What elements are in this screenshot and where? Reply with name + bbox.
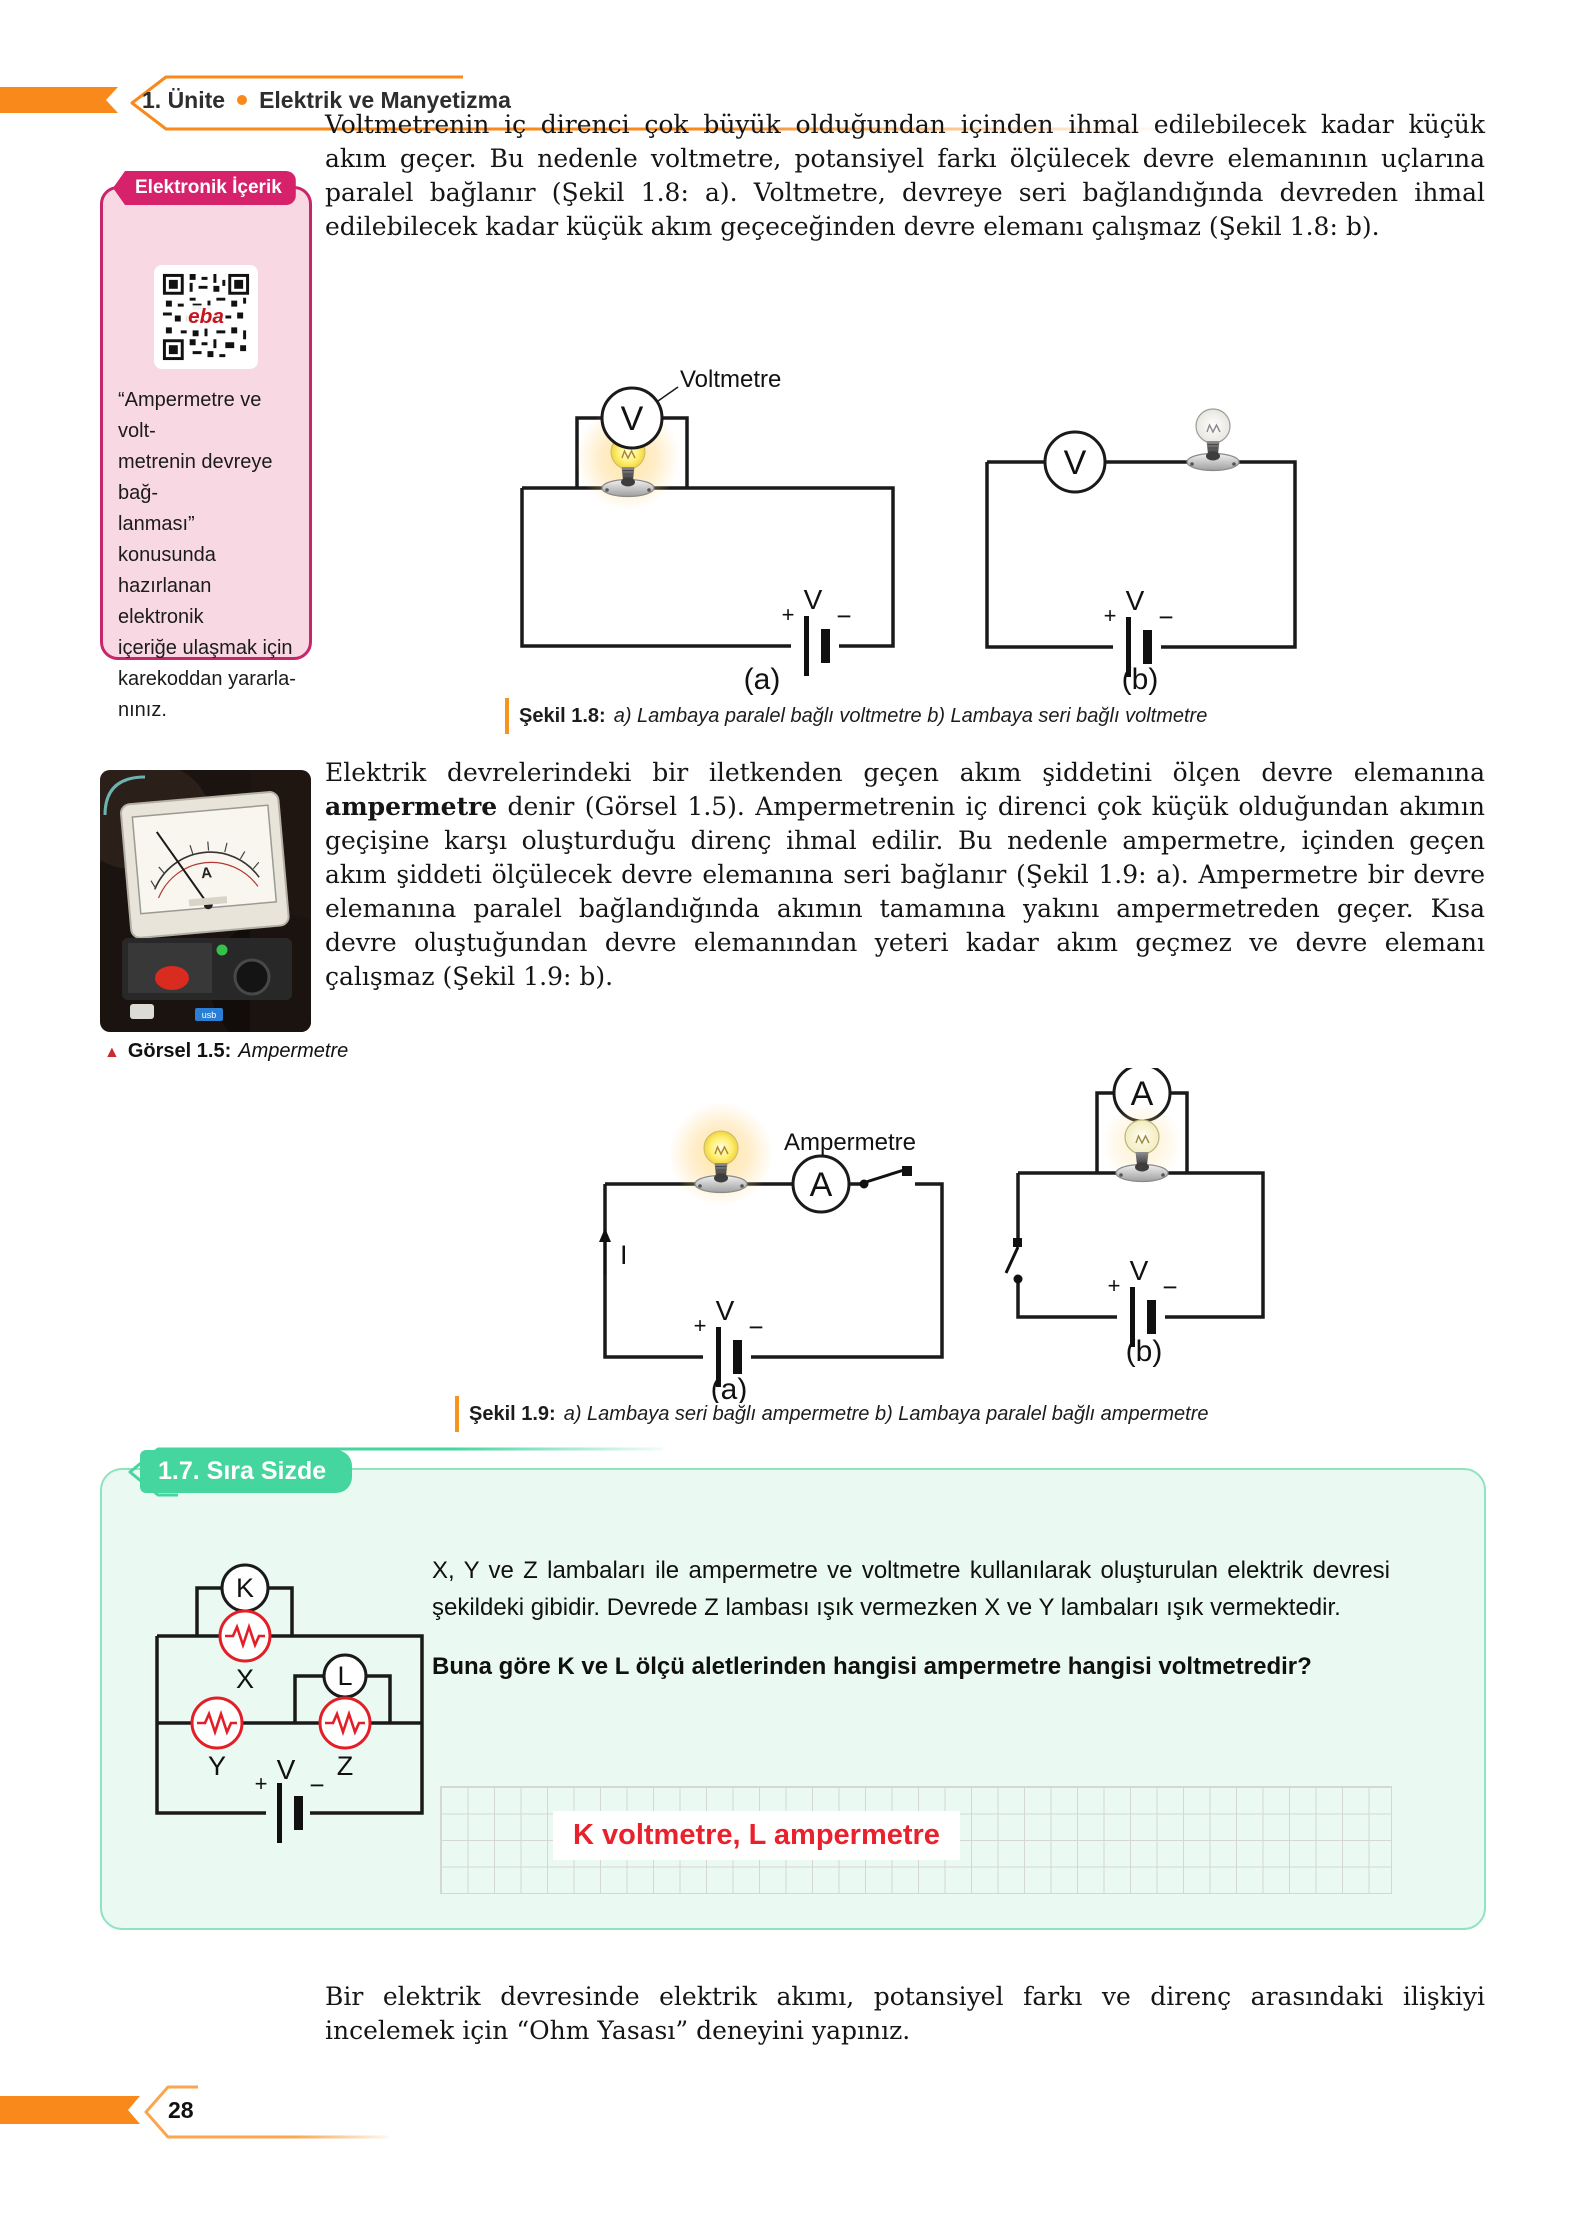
voltmeter-letter: V [1064, 444, 1087, 482]
voltmeter-letter: V [621, 400, 644, 438]
sira-sizde-title: 1.7. Sıra Sizde [140, 1450, 353, 1493]
figure-1-9-caption-label: Şekil 1.9: [469, 1402, 556, 1425]
current-arrow: I [599, 1228, 628, 1275]
ammeter-photo: A usb [100, 770, 311, 1032]
sira-sizde-box: 1.7. Sıra Sizde K L X Y Z V + − X, Y ve … [100, 1450, 1486, 1930]
switch-icon [859, 1166, 912, 1189]
header-title: Elektrik ve Manyetizma [259, 86, 511, 113]
paragraph-voltmeter: Voltmetrenin iç direnci çok büyük olduğu… [325, 110, 1485, 241]
voltmeter-label: Voltmetre [680, 366, 781, 393]
battery-minus: − [748, 1312, 763, 1342]
battery-plus: + [694, 1313, 707, 1338]
battery-plus: + [255, 1771, 268, 1796]
battery-minus: − [836, 601, 851, 631]
gorsel-1-5-caption-label: Görsel 1.5: [127, 1040, 232, 1062]
header-orange-bar [0, 87, 118, 113]
ammeter-letter: A [810, 1166, 833, 1204]
battery-minus: − [1158, 602, 1173, 632]
page-number: 28 [168, 2097, 194, 2123]
paragraph-ammeter-after: denir (Görsel 1.5). Ampermetrenin iç dir… [325, 792, 1485, 991]
lamp-lit-icon [668, 1101, 774, 1207]
lamp-unlit-icon [1186, 408, 1240, 472]
lamp-x-icon [218, 1609, 272, 1663]
sira-sizde-question: X, Y ve Z lambaları ile ampermetre ve vo… [432, 1552, 1390, 1685]
lamp-y-label: Y [208, 1751, 226, 1781]
gorsel-1-5-caption-text: Ampermetre [238, 1040, 349, 1062]
footer-orange-bar [0, 2096, 140, 2124]
electronic-content-title: Elektronik İçerik [113, 171, 296, 205]
electronic-content-text: “Ampermetre ve volt- metrenin devreye ba… [118, 389, 296, 721]
subfigure-a-label: (a) [744, 663, 781, 695]
paragraph-closing: Bir elektrik devresinde elektrik akımı, … [325, 1982, 1485, 2045]
ammeter-photo-image: A usb [100, 770, 311, 1032]
switch-icon [1004, 1238, 1023, 1284]
paragraph-ammeter-before: Elektrik devrelerindeki bir iletkenden g… [325, 758, 1485, 787]
voltmeter-icon [1043, 430, 1107, 494]
caption-accent-bar [455, 1396, 459, 1432]
battery-plus: + [782, 602, 795, 627]
battery-label: V [1130, 1255, 1149, 1286]
lamp-x-label: X [236, 1664, 254, 1694]
current-label: I [620, 1240, 628, 1270]
question-bold: Buna göre K ve L ölçü aletlerinden hangi… [432, 1653, 1312, 1680]
battery-label: V [716, 1295, 735, 1326]
svg-text:usb: usb [202, 1010, 217, 1020]
paragraph-ammeter: Elektrik devrelerindeki bir iletkenden g… [325, 756, 1485, 994]
figure-1-9b-circuit: A V + − (b) [1004, 1068, 1265, 1368]
figure-1-9a-circuit: A Ampermetre I V + − (a) [599, 1101, 944, 1403]
meter-l-letter: L [337, 1661, 352, 1691]
lamp-z-label: Z [337, 1751, 354, 1781]
figure-1-8b-circuit: V V + − (b) [985, 408, 1297, 695]
caption-accent-bar [505, 698, 509, 734]
header-breadcrumb: 1. Ünite Elektrik ve Manyetizma [142, 84, 511, 116]
paragraph-ammeter-bold: ampermetre [325, 792, 498, 821]
battery-label: V [277, 1754, 296, 1785]
figure-1-8-caption-label: Şekil 1.8: [519, 704, 606, 727]
battery-label: V [804, 584, 823, 615]
figure-1-9-caption-text: a) Lambaya seri bağlı ampermetre b) Lamb… [563, 1402, 1209, 1425]
answer-text: K voltmetre, L ampermetre [553, 1811, 960, 1860]
answer-grid: K voltmetre, L ampermetre [440, 1786, 1392, 1894]
gorsel-1-5-caption: ▲ Görsel 1.5: Ampermetre [104, 1040, 348, 1063]
subfigure-b-label: (b) [1122, 663, 1159, 695]
battery-icon [804, 616, 830, 676]
battery-plus: + [1104, 603, 1117, 628]
qr-code-image: eba [157, 268, 255, 366]
caption-triangle-icon: ▲ [104, 1044, 120, 1061]
ammeter-label: Ampermetre [784, 1129, 916, 1156]
header-separator-dot [237, 95, 248, 105]
meter-k-letter: K [236, 1573, 254, 1603]
eba-logo: eba [188, 305, 224, 328]
ammeter-icon [791, 1154, 851, 1214]
sira-sizde-circuit: K L X Y Z V + − [155, 1563, 424, 1843]
sira-sizde-chevron-decoration [128, 1447, 663, 1497]
figure-1-8a-circuit: V Voltmetre V + − (a) [520, 366, 895, 695]
header-chevron-decoration [130, 75, 1163, 131]
battery-minus: − [1162, 1272, 1177, 1302]
electronic-content-box: Elektronik İçerik eba “Ampermetre ve vol… [100, 171, 312, 721]
lamp-z-icon [318, 1696, 372, 1750]
figure-1-8-caption-text: a) Lambaya paralel bağlı voltmetre b) La… [613, 704, 1208, 727]
battery-minus: − [309, 1770, 324, 1800]
battery-label: V [1126, 585, 1145, 616]
question-intro: X, Y ve Z lambaları ile ampermetre ve vo… [432, 1557, 1390, 1621]
qr-code: eba [154, 265, 258, 369]
battery-icon [277, 1783, 303, 1843]
figure-1-9-caption: Şekil 1.9: a) Lambaya seri bağlı amperme… [455, 1396, 1208, 1432]
lamp-dim-icon [1101, 1102, 1183, 1184]
svg-text:A: A [200, 864, 212, 882]
subfigure-b-label: (b) [1126, 1335, 1163, 1368]
voltmeter-icon [600, 386, 664, 450]
battery-plus: + [1108, 1273, 1121, 1298]
subfigure-a-label: (a) [711, 1373, 748, 1403]
figure-1-8-caption: Şekil 1.8: a) Lambaya paralel bağlı volt… [505, 698, 1207, 734]
footer-chevron-decoration [144, 2085, 388, 2139]
header-unit-label: 1. Ünite [142, 86, 226, 113]
lamp-y-icon [190, 1696, 244, 1750]
